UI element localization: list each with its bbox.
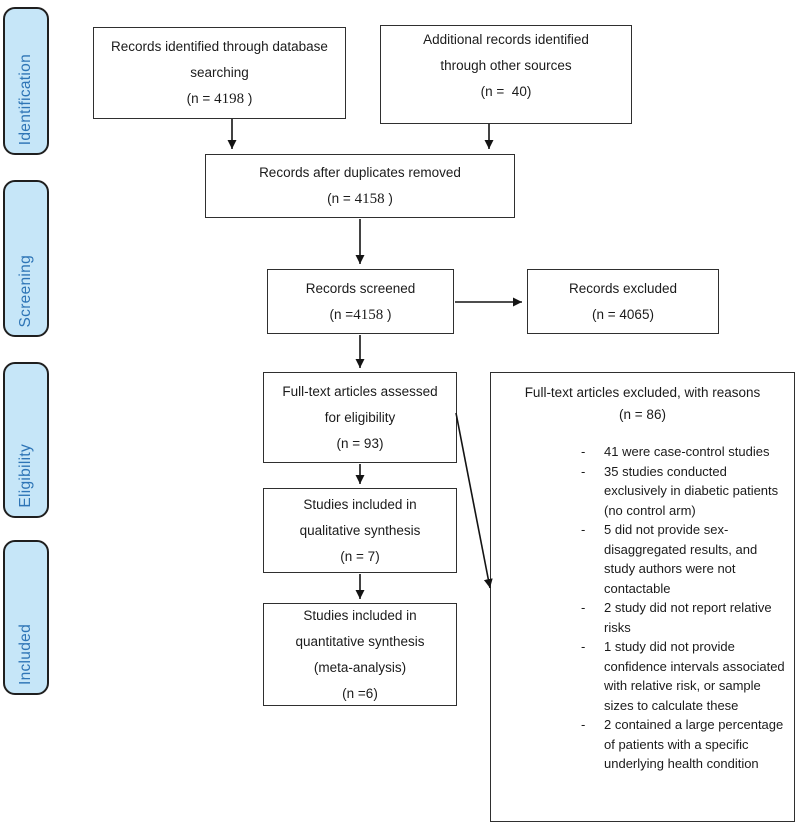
text-line: quantitative synthesis [295, 633, 425, 649]
reason-text: 2 study did not report relative risks [604, 600, 772, 635]
text-line: qualitative synthesis [299, 522, 421, 538]
dash-bullet: - [581, 463, 586, 479]
text-line: (meta-analysis) [313, 659, 407, 675]
text-line: (n = 40) [480, 83, 532, 99]
dash-bullet: - [581, 444, 586, 459]
box-qualitative-synthesis: Studies included in qualitative synthesis… [263, 488, 457, 573]
text-line: Additional records identified [423, 31, 589, 47]
stage-eligibility: Eligibility [3, 362, 49, 518]
reason-item: - 2 contained a large percentage of patie… [581, 715, 790, 774]
text-line: Studies included in [303, 496, 417, 512]
reason-item: - 5 did not provide sex-disaggregated res… [581, 520, 790, 598]
text-line: through other sources [440, 57, 572, 73]
text-line: Full-text articles assessed [282, 383, 438, 399]
text-line: (n = 93) [336, 435, 384, 451]
text-line: (n =6) [342, 685, 378, 701]
text-line: Records after duplicates removed [259, 165, 461, 180]
reason-item: - 1 study did not provide confidence inte… [581, 637, 790, 715]
text-line: (n =4158 ) [329, 306, 392, 323]
text-line: (n = 86) [619, 407, 666, 422]
arrow-fulltext-to-excluded-reasons [455, 412, 493, 589]
stage-identification-label: Identification [17, 53, 34, 145]
text-line: Studies included in [303, 607, 417, 623]
text-line: Records excluded [568, 280, 678, 296]
box-records-excluded: Records excluded (n = 4065) [527, 269, 719, 334]
box-fulltext-articles-excluded: Full-text articles excluded, with reason… [490, 372, 795, 822]
text-line: (n = 4158 ) [327, 191, 393, 207]
reason-item: - 41 were case-control studies [581, 442, 790, 462]
text-line: Full-text articles excluded, with reason… [524, 385, 761, 400]
reason-text: 5 did not provide sex-disaggregated resu… [604, 522, 758, 596]
text-line: Records screened [305, 280, 416, 296]
exclusion-reasons-list: - 41 were case-control studies - 35 studies… [491, 442, 794, 774]
reason-item: - 35 studies conducted exclusively in dia… [581, 462, 790, 521]
stage-screening: Screening [3, 180, 49, 337]
reason-text: 35 studies conducted exclusively in diab… [604, 463, 779, 518]
text-line: Records identified through database [111, 39, 328, 54]
box-records-screened: Records screened (n =4158 ) [267, 269, 454, 334]
dash-bullet: - [581, 717, 586, 732]
stage-identification: Identification [3, 7, 49, 155]
stage-screening-label: Screening [17, 254, 34, 328]
reason-text: 2 contained a large percentage of patien… [604, 717, 784, 771]
text-line: (n = 7) [340, 548, 380, 564]
text-line: for eligibility [324, 409, 396, 425]
text-line: searching [190, 65, 249, 80]
dash-bullet: - [581, 639, 586, 654]
box-records-after-duplicates-removed: Records after duplicates removed (n = 415… [205, 154, 515, 218]
reason-text: 1 study did not provide confidence inter… [604, 639, 785, 713]
text-line: (n = 4065) [592, 306, 654, 322]
stage-eligibility-label: Eligibility [17, 444, 34, 508]
box-quantitative-synthesis: Studies included in quantitative synthesi… [263, 603, 457, 706]
box-fulltext-articles-assessed: Full-text articles assessed for eligibili… [263, 372, 457, 463]
box-additional-records-other-sources: Additional records identified through oth… [380, 25, 632, 124]
dash-bullet: - [581, 522, 586, 537]
stage-included-label: Included [17, 623, 34, 685]
text-line: (n = 4198 ) [186, 91, 253, 107]
reason-item: - 2 study did not report relative risks [581, 598, 790, 637]
dash-bullet: - [581, 600, 586, 615]
box-records-identified-database: Records identified through database searc… [93, 27, 346, 119]
reason-text: 41 were case-control studies [604, 444, 770, 459]
stage-included: Included [3, 540, 49, 695]
excluded-box-title: Full-text articles excluded, with reason… [491, 373, 794, 426]
